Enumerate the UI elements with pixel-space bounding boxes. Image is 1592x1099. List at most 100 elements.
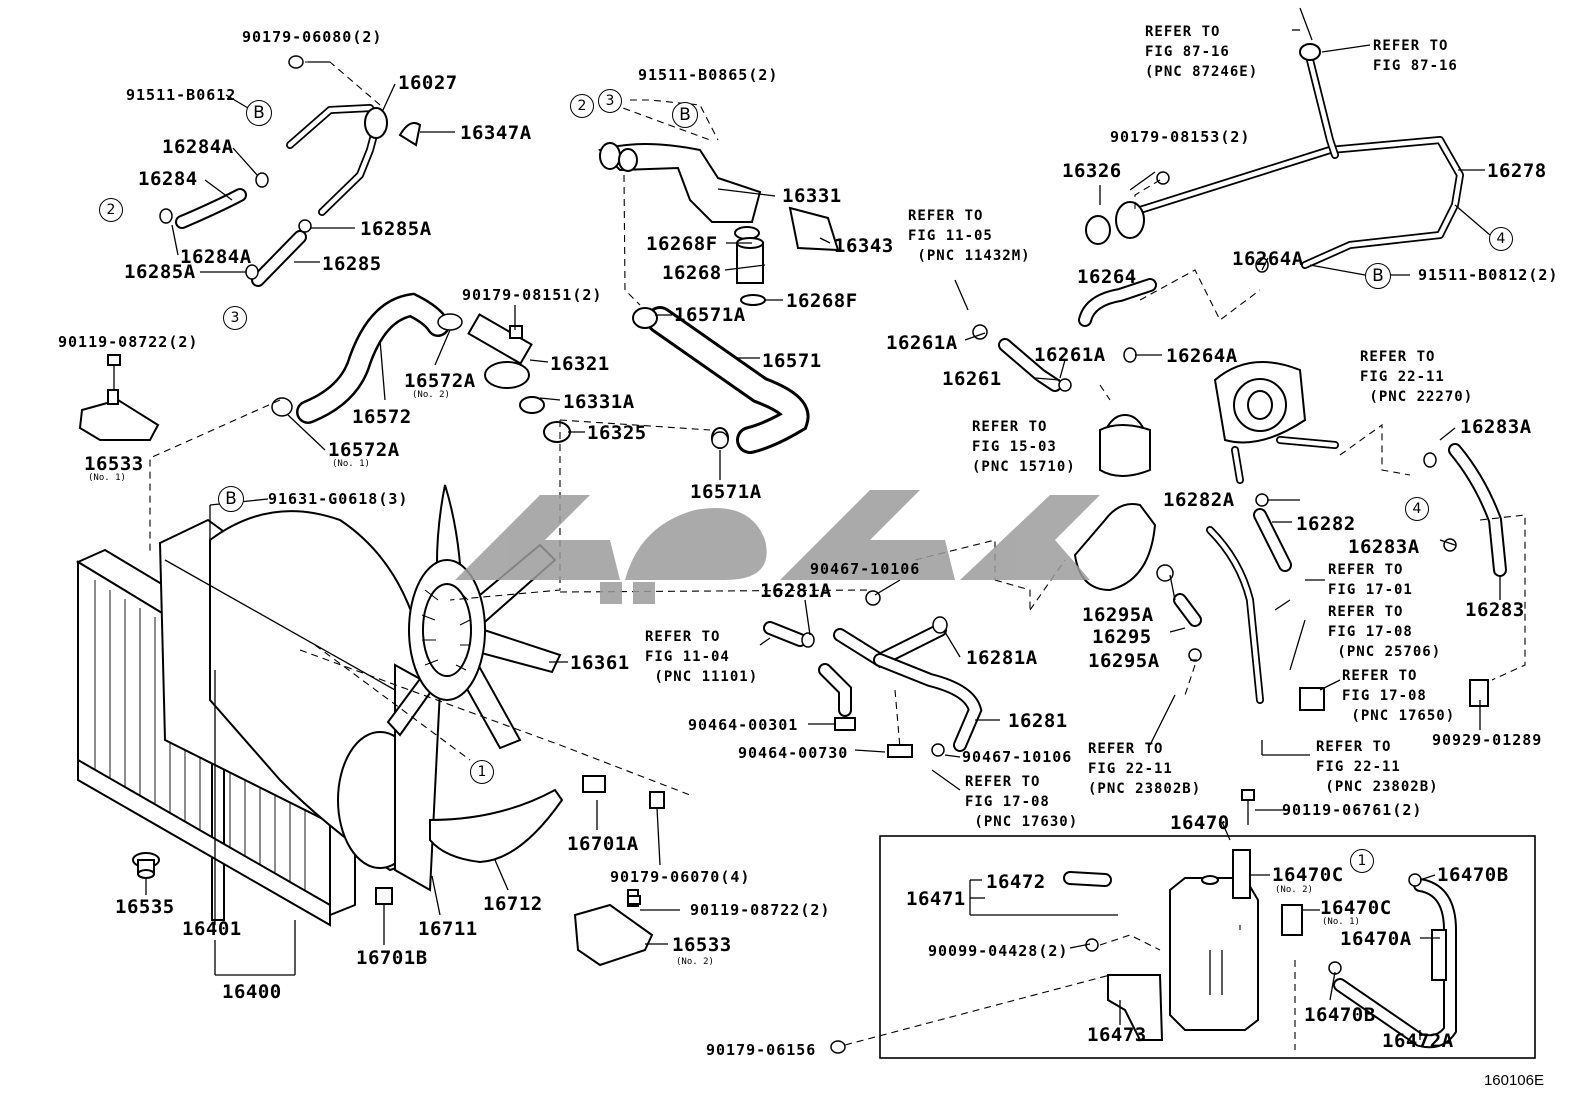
- label-16283: 16283: [1465, 599, 1525, 621]
- figure-number: 160106E: [1483, 1072, 1544, 1089]
- refer-fig-11-05: REFER TO FIG 11-05 (PNC 11432M): [908, 208, 1031, 264]
- label-16261A-mid: 16261A: [1034, 344, 1106, 366]
- label-16268F-top: 16268F: [646, 233, 718, 255]
- label-16268: 16268: [662, 262, 722, 284]
- thermostat-housing-right: [1213, 361, 1339, 484]
- refer-fig-22-11-b: REFER TO FIG 22-11 (PNC 23802B): [1316, 739, 1439, 795]
- label-16533-no1: 16533: [84, 453, 144, 475]
- label-16261: 16261: [942, 368, 1002, 390]
- label-16283A-top: 16283A: [1460, 416, 1532, 438]
- label-91511-B0812: 91511-B0812(2): [1418, 266, 1559, 284]
- label-16361: 16361: [570, 652, 630, 674]
- refer-fig-17-08-c: REFER TO FIG 17-08 (PNC 17630): [965, 774, 1079, 830]
- label-16472: 16472: [986, 871, 1046, 893]
- label-16285A-top: 16285A: [360, 218, 432, 240]
- reservoir-tank-16470: [1107, 849, 1303, 1041]
- marker-B-radiator: B: [218, 486, 244, 512]
- label-16533-no2: 16533: [672, 934, 732, 956]
- label-90099-04428: 90099-04428(2): [928, 942, 1069, 960]
- label-90119-08722-top: 90119-08722(2): [58, 333, 199, 351]
- marker-4-right: 4: [1489, 227, 1513, 251]
- label-16326: 16326: [1062, 160, 1122, 182]
- label-90464-00730: 90464-00730: [738, 744, 849, 762]
- hoses-16281: [763, 621, 983, 758]
- label-90179-06080: 90179-06080(2): [242, 28, 383, 46]
- water-outlet-16321: [467, 313, 571, 443]
- label-16712: 16712: [483, 893, 543, 915]
- refer-fig-87-16-pnc: REFER TO FIG 87-16 (PNC 87246E): [1145, 24, 1259, 80]
- label-16533-no1-sub: (No. 1): [88, 473, 126, 483]
- label-90119-06761: 90119-06761(2): [1282, 801, 1423, 819]
- marker-B-mid: B: [672, 102, 698, 128]
- label-16285: 16285: [322, 253, 382, 275]
- label-16470B-top: 16470B: [1437, 864, 1509, 886]
- label-16331: 16331: [782, 185, 842, 207]
- oil-cooler: [1099, 414, 1151, 477]
- label-16572A-low-sub: (No. 1): [332, 459, 370, 469]
- label-90929-01289: 90929-01289: [1432, 731, 1543, 749]
- marker-3-left: 3: [223, 306, 247, 330]
- label-90179-08153: 90179-08153(2): [1110, 128, 1251, 146]
- marker-3-mid: 3: [598, 89, 622, 113]
- label-16470C-no1-sub: (No. 1): [1322, 917, 1360, 927]
- label-91511-B0612: 91511-B0612: [126, 86, 237, 104]
- label-16281A-right: 16281A: [966, 647, 1038, 669]
- leader-lines: [145, 29, 1501, 1040]
- marker-4-mid: 4: [1405, 497, 1429, 521]
- label-16295A-top: 16295A: [1082, 604, 1154, 626]
- radiator-support-16533-no1: [78, 389, 160, 441]
- label-16325: 16325: [587, 422, 647, 444]
- label-16027: 16027: [398, 72, 458, 94]
- refer-fig-17-08-b: REFER TO FIG 17-08 (PNC 17650): [1342, 668, 1456, 724]
- label-16470C-no2: 16470C: [1272, 864, 1344, 886]
- label-16331A: 16331A: [563, 391, 635, 413]
- label-16268F-bot: 16268F: [786, 290, 858, 312]
- refer-fig-17-01: REFER TO FIG 17-01: [1328, 562, 1413, 598]
- label-90119-08722-bot: 90119-08722(2): [690, 901, 831, 919]
- label-90464-00301: 90464-00301: [688, 716, 799, 734]
- bolts: [107, 354, 1255, 905]
- label-16701A: 16701A: [567, 833, 639, 855]
- label-16470: 16470: [1170, 812, 1230, 834]
- label-16471: 16471: [906, 888, 966, 910]
- marker-B-left: B: [246, 100, 272, 126]
- cushions: [375, 775, 665, 905]
- reservoir-hoses: [1063, 871, 1457, 1049]
- refer-fig-11-04: REFER TO FIG 11-04 (PNC 11101): [645, 629, 759, 685]
- marker-2-mid: 2: [570, 94, 594, 118]
- reservoir-frame: [879, 835, 1536, 1059]
- water-inlet-16331: [598, 142, 840, 306]
- label-16572A-mid: 16572A: [404, 370, 476, 392]
- label-16472A: 16472A: [1382, 1030, 1454, 1052]
- refer-fig-87-16: REFER TO FIG 87-16: [1373, 38, 1458, 74]
- label-16261A-left: 16261A: [886, 332, 958, 354]
- label-90179-06070: 90179-06070(4): [610, 868, 751, 886]
- label-16470B-bot: 16470B: [1304, 1004, 1376, 1026]
- label-16701B: 16701B: [356, 947, 428, 969]
- label-16572: 16572: [352, 406, 412, 428]
- refer-fig-17-08-a: REFER TO FIG 17-08 (PNC 25706): [1328, 604, 1442, 660]
- label-16400: 16400: [222, 981, 282, 1003]
- refer-fig-22-11-top: REFER TO FIG 22-11 (PNC 22270): [1360, 349, 1474, 405]
- marker-2-left: 2: [99, 198, 123, 222]
- label-90467-10106-top: 90467-10106: [810, 560, 921, 578]
- label-90179-08151: 90179-08151(2): [462, 286, 603, 304]
- label-16711: 16711: [418, 918, 478, 940]
- shroud-lower-16712: [429, 788, 564, 864]
- label-16321: 16321: [550, 353, 610, 375]
- label-16285A-bot: 16285A: [124, 261, 196, 283]
- label-16571A-top: 16571A: [674, 304, 746, 326]
- marker-1-reservoir: 1: [1350, 849, 1374, 873]
- label-16572A-mid-sub: (No. 2): [412, 390, 450, 400]
- label-16535: 16535: [115, 896, 175, 918]
- label-16295A-bot: 16295A: [1088, 650, 1160, 672]
- label-16571: 16571: [762, 350, 822, 372]
- label-16470C-no2-sub: (No. 2): [1275, 885, 1313, 895]
- label-91511-B0865: 91511-B0865(2): [638, 66, 779, 84]
- label-16295: 16295: [1092, 626, 1152, 648]
- label-16282: 16282: [1296, 513, 1356, 535]
- label-16470C-no1: 16470C: [1320, 897, 1392, 919]
- refer-fig-15-03: REFER TO FIG 15-03 (PNC 15710): [972, 419, 1076, 475]
- label-16284: 16284: [138, 168, 198, 190]
